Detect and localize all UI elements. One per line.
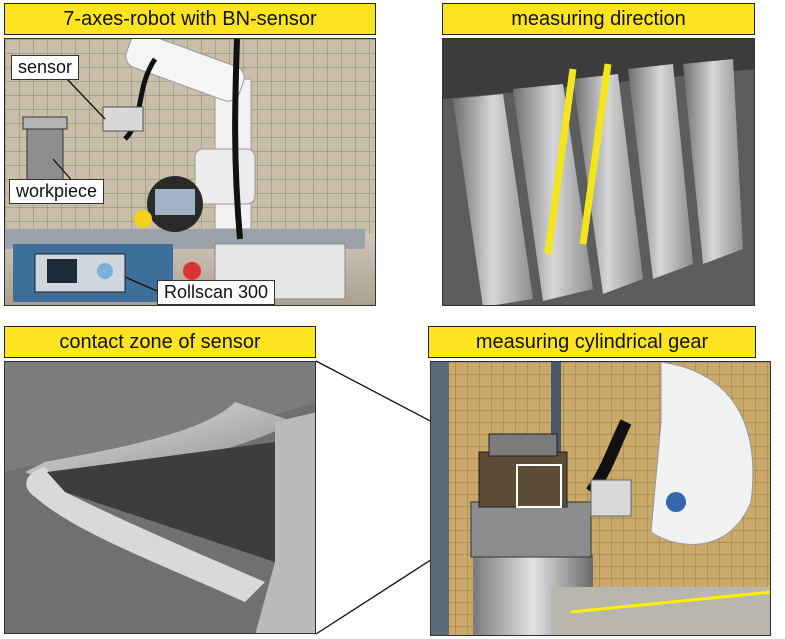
cylindrical-gear-scene [431, 362, 770, 635]
direction-line-right [579, 63, 612, 245]
direction-line-left [544, 68, 577, 255]
cylindrical-gear-photo [430, 361, 771, 636]
workpiece-label: workpiece [9, 179, 105, 204]
contact-panel-title: contact zone of sensor [4, 326, 316, 358]
robot-photo: sensor workpiece Rollscan 300 [4, 38, 376, 306]
gear-teeth-scene [443, 39, 754, 305]
sensor-label: sensor [11, 55, 80, 80]
cylindrical-panel-title: measuring cylindrical gear [428, 326, 756, 358]
contact-zone-photo [4, 361, 316, 634]
direction-panel-title: measuring direction [442, 3, 755, 35]
contact-zone-scene [5, 362, 315, 633]
rollscan-label: Rollscan 300 [157, 280, 276, 305]
robot-scene [5, 39, 375, 305]
gear-teeth-photo [442, 38, 755, 306]
robot-panel-title: 7-axes-robot with BN-sensor [4, 3, 376, 35]
